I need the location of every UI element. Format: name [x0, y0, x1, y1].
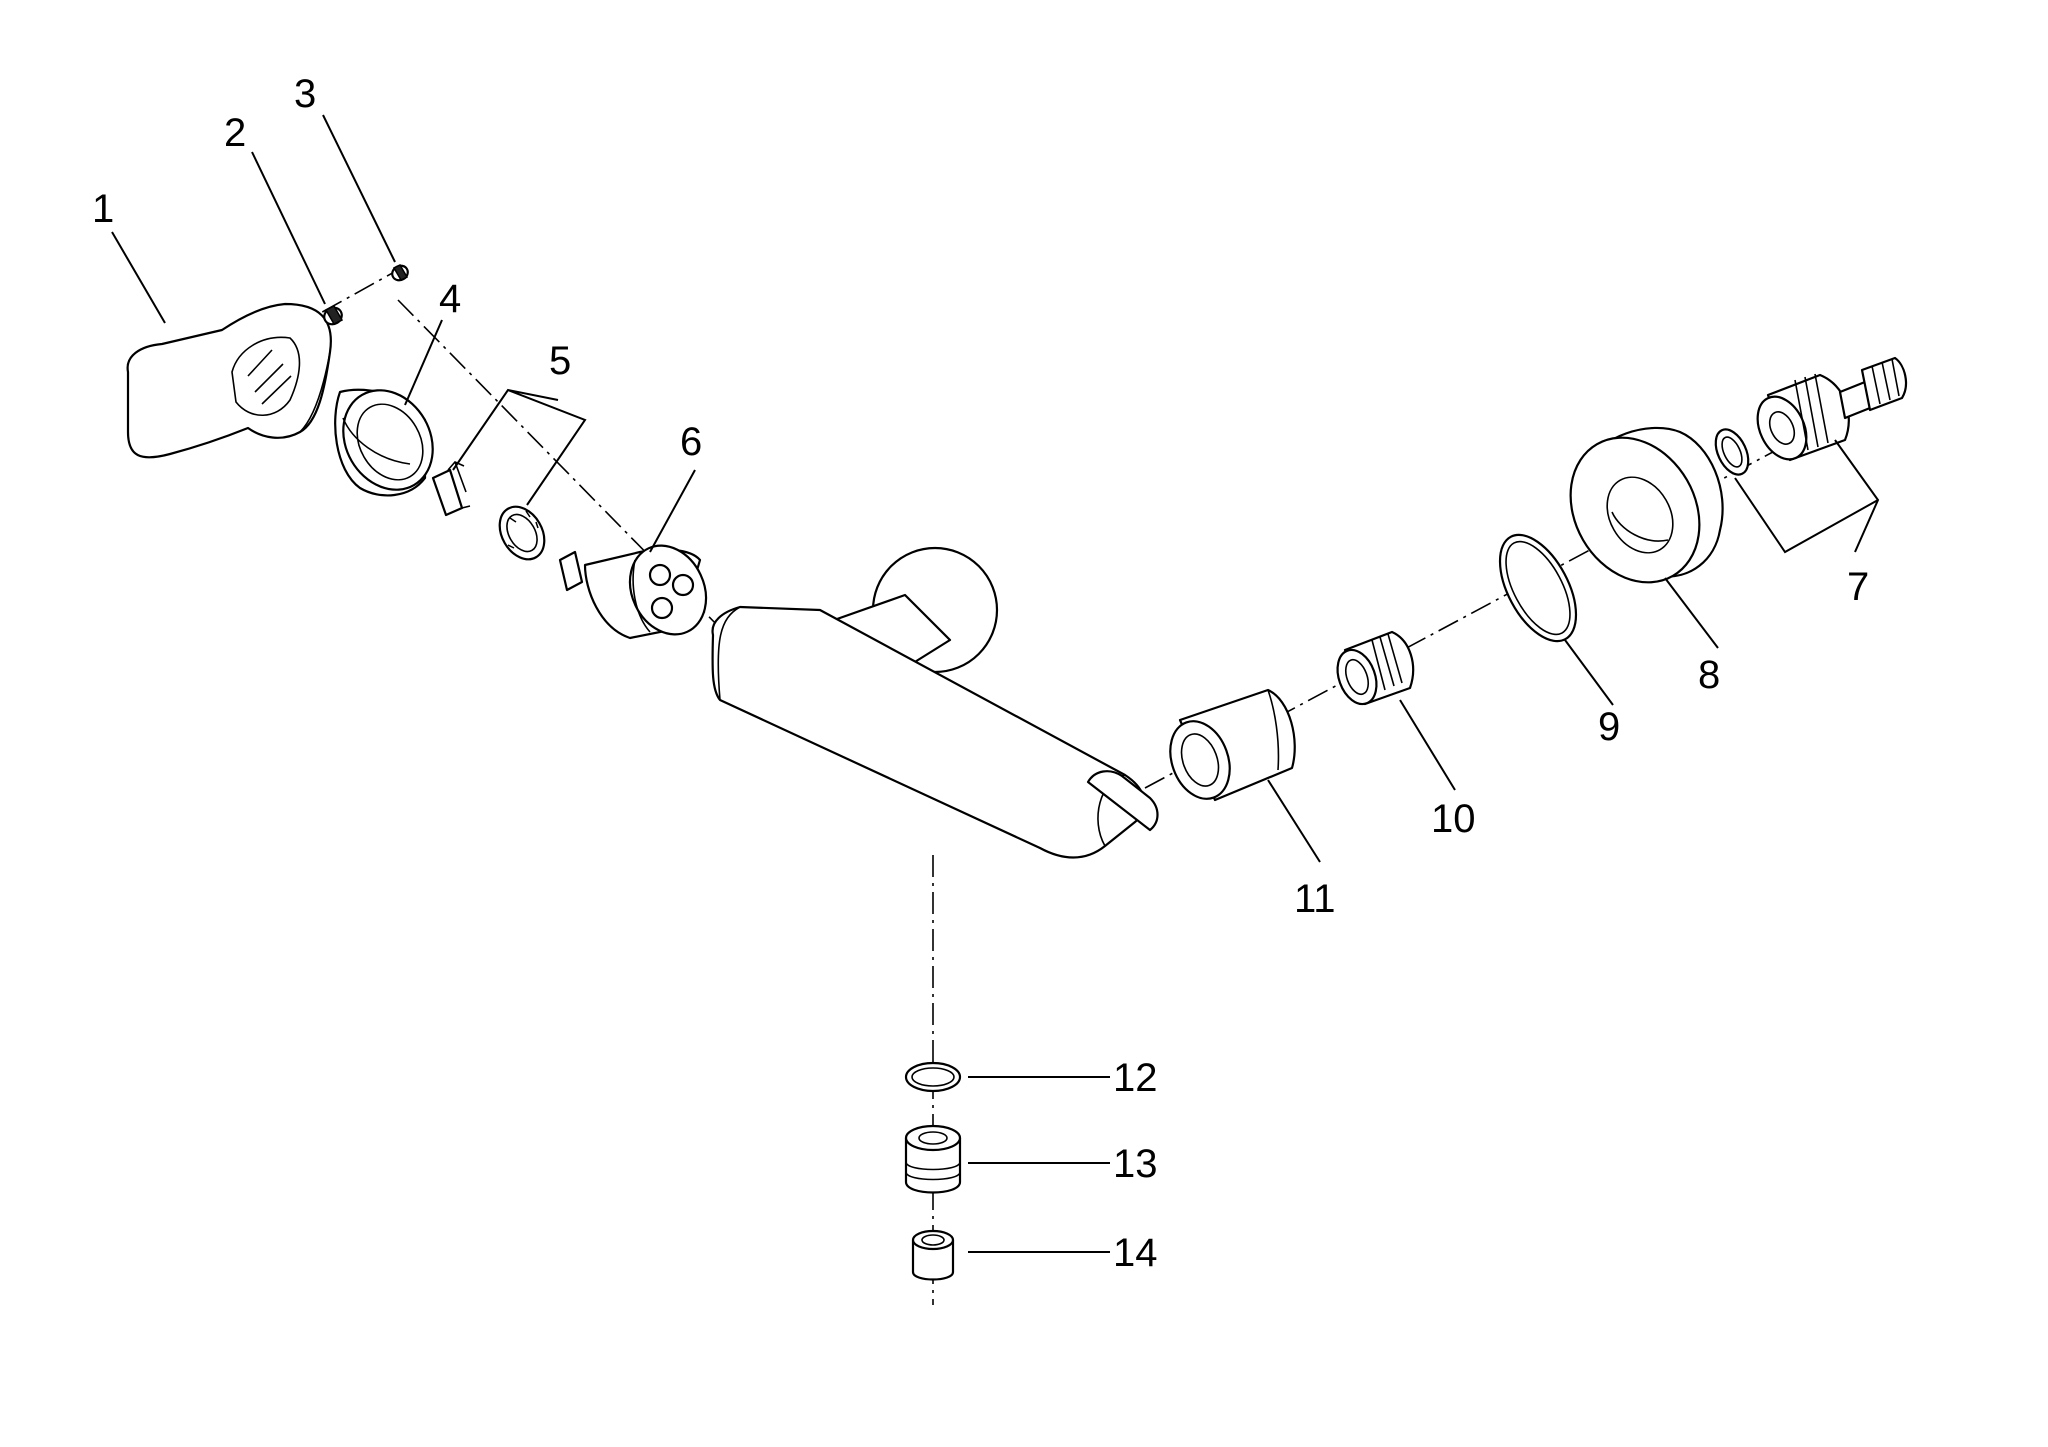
part-mixer-body: [711, 546, 1159, 859]
callout-numbers: 1 2 3 4 5 6 7 8 9 10 11 12 13 14: [92, 72, 1869, 1275]
leader-lines: [111, 114, 1880, 1253]
callout-1: 1: [92, 187, 114, 231]
callout-10: 10: [1431, 797, 1476, 841]
callout-6: 6: [680, 420, 702, 464]
part-cartridge: [558, 544, 708, 640]
part-cap-plug: [391, 264, 409, 282]
part-cover-sleeve: [334, 388, 434, 497]
part-clip-and-ring: [431, 461, 546, 561]
part-nut-adapter: [1169, 688, 1296, 802]
leader-10: [1399, 699, 1456, 791]
part-aerator: [911, 1229, 955, 1281]
callout-13: 13: [1113, 1142, 1158, 1186]
leader-11: [1267, 779, 1321, 863]
callout-7: 7: [1847, 565, 1869, 609]
part-grub-screw: [323, 305, 344, 326]
leader-6: [649, 469, 696, 553]
leader-4: [404, 319, 443, 406]
leader-9: [1564, 639, 1614, 706]
callout-5: 5: [549, 339, 571, 383]
leader-8: [1664, 577, 1719, 649]
part-handle-lever: [126, 302, 332, 459]
callout-4: 4: [439, 277, 461, 321]
leader-2: [251, 151, 326, 305]
leader-1: [111, 231, 166, 324]
part-s-union-and-washer: [1714, 356, 1908, 476]
leader-5: [452, 388, 587, 506]
leader-3: [322, 114, 396, 263]
callout-12: 12: [1113, 1056, 1158, 1100]
callout-8: 8: [1698, 653, 1720, 697]
part-o-ring: [904, 1061, 962, 1093]
callout-3: 3: [294, 72, 316, 116]
part-wall-rosette: [1569, 426, 1724, 584]
callout-11: 11: [1294, 877, 1336, 921]
part-nozzle-thread: [904, 1124, 962, 1194]
callout-14: 14: [1113, 1231, 1158, 1275]
callout-2: 2: [224, 111, 246, 155]
part-o-ring-seal: [1498, 533, 1578, 643]
leader-7: [1734, 439, 1880, 554]
callout-9: 9: [1598, 705, 1620, 749]
part-check-valve: [1336, 630, 1415, 706]
